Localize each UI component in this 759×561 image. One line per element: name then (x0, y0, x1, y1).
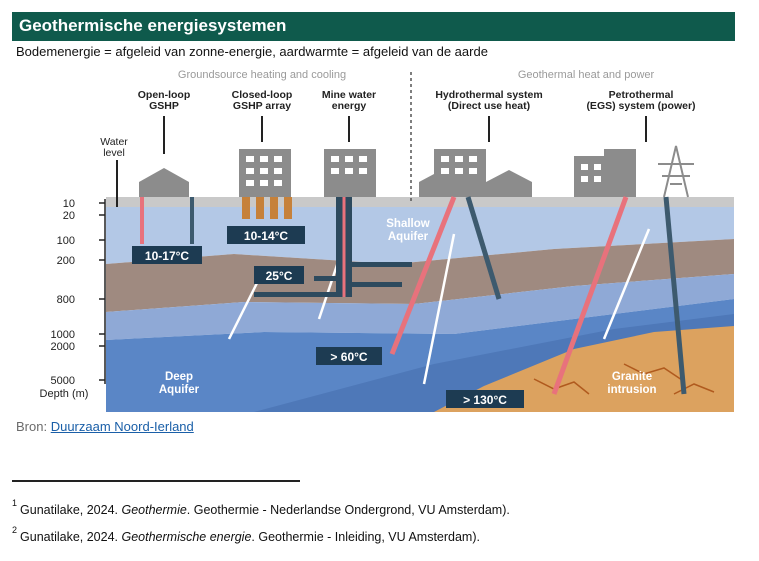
footnote-text: Gunatilake, 2024. (20, 530, 122, 545)
footnote-text: . Geothermie - Nederlandse Ondergrond, V… (186, 503, 510, 518)
system-label-line2: energy (332, 100, 367, 112)
temp-label: 25°C (266, 269, 293, 283)
granite-label: intrusion (607, 384, 656, 396)
deep-aquifer-label: Deep (165, 371, 193, 383)
house-icon (139, 168, 189, 197)
water-level-label: Water (100, 136, 128, 148)
depth-axis-label: Depth (m) (40, 388, 89, 400)
shallow-aquifer-label: Shallow (386, 218, 430, 230)
section-right-label: Geothermal heat and power (518, 69, 655, 81)
depth-tick: 100 (57, 235, 75, 247)
depth-tick: 1000 (51, 329, 75, 341)
footnote-title: Geothermie (121, 503, 187, 518)
system-label-line1: Closed-loop (232, 89, 293, 101)
title-bar: Geothermische energiesystemen (12, 12, 735, 41)
footnote-number: 2 (12, 525, 18, 535)
water-level-label: level (103, 147, 125, 159)
system-label-line2: GSHP array (233, 100, 291, 112)
temp-label: > 130°C (463, 393, 507, 407)
depth-tick: 200 (57, 255, 75, 267)
footnote-2: 2Gunatilake, 2024. Geothermische energie… (12, 525, 480, 545)
footnote-number: 1 (12, 498, 18, 508)
footnote-text: Gunatilake, 2024. (20, 503, 122, 518)
system-label-line1: Petrothermal (609, 89, 674, 101)
footnote-text: . Geothermie - Inleiding, VU Amsterdam). (251, 530, 480, 545)
deep-aquifer-label: Aquifer (159, 384, 200, 396)
footnote-title: Geothermische energie (121, 530, 252, 545)
footnote-divider (12, 480, 300, 482)
temp-label: 10-17°C (145, 249, 189, 263)
system-label-line1: Mine water (322, 89, 376, 101)
geothermal-diagram: Groundsource heating and cooling Geother… (14, 64, 734, 412)
depth-tick: 10 (63, 198, 75, 210)
depth-tick: 5000 (51, 375, 75, 387)
page-title: Geothermische energiesystemen (19, 16, 287, 35)
system-label-line2: (Direct use heat) (448, 100, 530, 112)
system-label-line1: Open-loop (138, 89, 191, 101)
footnote-1: 1Gunatilake, 2024. Geothermie. Geothermi… (12, 498, 510, 518)
depth-tick: 20 (63, 210, 75, 222)
source-link[interactable]: Duurzaam Noord-Ierland (50, 419, 194, 434)
source-label: Bron: (16, 419, 48, 434)
pylon-icon (658, 145, 694, 198)
section-left-label: Groundsource heating and cooling (178, 69, 346, 81)
depth-tick: 2000 (51, 341, 75, 353)
shallow-aquifer-label: Aquifer (388, 231, 429, 243)
source-line: Bron: Duurzaam Noord-Ierland (16, 419, 194, 434)
depth-tick: 800 (57, 294, 75, 306)
system-label-line2: GSHP (149, 100, 179, 112)
system-label-line1: Hydrothermal system (435, 89, 542, 101)
system-label-line2: (EGS) system (power) (586, 100, 695, 112)
temp-label: 10-14°C (244, 229, 288, 243)
granite-label: Granite (612, 371, 652, 383)
temp-label: > 60°C (330, 350, 367, 364)
subtitle: Bodemenergie = afgeleid van zonne-energi… (16, 44, 488, 59)
